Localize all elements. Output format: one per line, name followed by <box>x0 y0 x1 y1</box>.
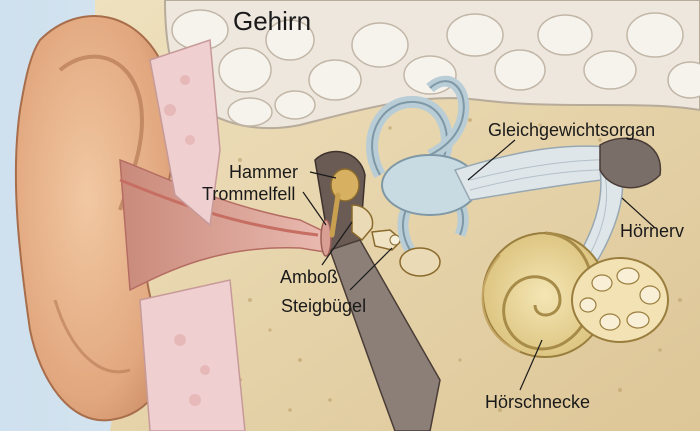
canal-wall-tissue <box>139 38 246 431</box>
label-gehirn: Gehirn <box>233 6 312 36</box>
leader-steigbuegel <box>349 247 393 291</box>
leader-hammer <box>309 171 337 179</box>
label-amboss: Amboß <box>280 267 339 287</box>
leader-lines <box>302 139 656 391</box>
leader-trommelfell <box>302 191 327 226</box>
oval-window <box>399 247 441 277</box>
leader-amboss <box>321 221 353 266</box>
label-hoerschnecke: Hörschnecke <box>485 392 591 412</box>
eardrum <box>320 219 332 257</box>
label-trommelfell: Trommelfell <box>202 184 296 204</box>
brain <box>163 0 700 130</box>
balance-organ <box>366 75 479 253</box>
internal-auditory-canal <box>599 137 662 189</box>
label-steigbuegel: Steigbügel <box>281 296 367 316</box>
leader-hoerschnecke <box>519 339 543 391</box>
hammer-bone <box>329 168 360 238</box>
anvil-bone <box>351 204 374 242</box>
cochlea <box>481 231 669 358</box>
label-gleichgewichtsorgan: Gleichgewichtsorgan <box>488 120 656 140</box>
label-hoernerv: Hörnerv <box>620 221 685 241</box>
stirrup-bone <box>371 229 404 251</box>
leader-hoernerv <box>621 197 656 229</box>
label-hammer: Hammer <box>229 162 299 182</box>
leader-gleichgewichtsorgan <box>467 139 516 181</box>
